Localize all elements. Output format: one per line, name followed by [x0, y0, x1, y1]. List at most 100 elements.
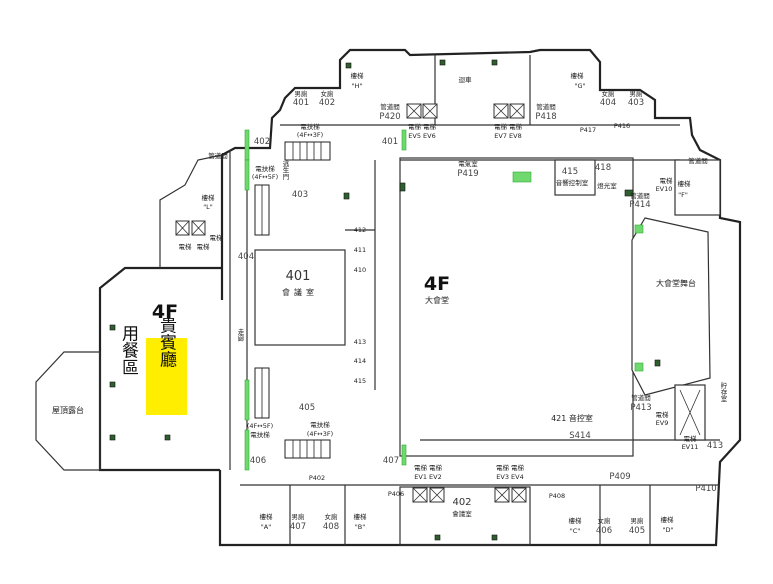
svg-text:電梯: 電梯 [179, 242, 193, 251]
columns [109, 59, 661, 541]
escalator-icons [254, 141, 331, 459]
svg-text:電扶梯: 電扶梯 [310, 420, 330, 429]
svg-text:"L": "L" [203, 203, 213, 211]
svg-text:樓梯: 樓梯 [351, 71, 365, 80]
svg-text:EV1 EV2: EV1 EV2 [414, 473, 441, 481]
svg-text:電梯: 電梯 [210, 233, 224, 242]
elevator-icons [175, 103, 527, 503]
svg-text:P417: P417 [580, 126, 596, 134]
svg-text:408: 408 [323, 522, 339, 532]
svg-text:樓梯: 樓梯 [678, 179, 692, 188]
svg-text:404: 404 [600, 98, 616, 108]
svg-text:管道間: 管道間 [380, 102, 400, 111]
meeting-402-number: 402 [452, 497, 471, 508]
svg-text:EV5 EV6: EV5 EV6 [408, 132, 435, 140]
svg-text:413: 413 [354, 338, 366, 346]
svg-text:P406: P406 [388, 490, 404, 498]
svg-text:EV3 EV4: EV3 EV4 [496, 473, 523, 481]
svg-text:P413: P413 [630, 403, 651, 413]
svg-text:414: 414 [354, 357, 366, 365]
meeting-401-area [254, 249, 346, 346]
svg-text:P418: P418 [535, 112, 556, 122]
left-block [159, 154, 223, 268]
svg-text:"H": "H" [352, 82, 363, 90]
stage-area [631, 217, 711, 396]
svg-text:"D": "D" [663, 526, 674, 534]
control-415-number: 415 [562, 167, 578, 177]
svg-text:P409: P409 [609, 472, 630, 482]
room-418: 418 [595, 163, 611, 173]
svg-text:P416: P416 [614, 122, 630, 130]
meeting-402-area [399, 486, 531, 546]
svg-text:P408: P408 [549, 492, 565, 500]
svg-text:"B": "B" [355, 523, 365, 531]
dining-outline [98, 266, 222, 472]
stage-label: 大會堂舞台 [656, 278, 696, 288]
svg-text:EV10: EV10 [656, 185, 673, 193]
svg-text:401: 401 [382, 137, 398, 147]
svg-text:電梯 電梯: 電梯 電梯 [494, 122, 523, 131]
svg-text:P414: P414 [629, 200, 650, 210]
stair-labels: 樓梯"H" 樓梯"G" 樓梯"F" 樓梯"L" 樓梯"A" 樓梯"B" 樓梯"C… [202, 71, 692, 535]
svg-text:電氣室: 電氣室 [458, 159, 478, 168]
svg-text:405: 405 [629, 526, 645, 536]
svg-text:413: 413 [707, 441, 723, 451]
svg-text:電梯 電梯: 電梯 電梯 [496, 463, 525, 472]
storage-label: 貯存室 [719, 381, 727, 402]
svg-text:女廁: 女廁 [602, 89, 616, 98]
svg-text:電梯: 電梯 [660, 176, 674, 185]
svg-text:"A": "A" [261, 523, 271, 531]
svg-text:樓梯: 樓梯 [569, 516, 583, 525]
terrace-label: 屋頂露台 [52, 405, 84, 415]
sound-421: 421 音控室 [551, 413, 593, 423]
svg-text:樓梯: 樓梯 [661, 515, 675, 524]
building-outline [218, 48, 742, 547]
svg-text:P420: P420 [379, 112, 400, 122]
dining-label: 用餐區 [118, 325, 139, 376]
driveway-label: 迴車 [459, 75, 473, 84]
door-markers [244, 129, 644, 471]
svg-text:管道間: 管道間 [630, 191, 650, 200]
svg-text:管道間: 管道間 [536, 102, 556, 111]
svg-text:女廁: 女廁 [598, 516, 612, 525]
svg-text:電梯 電梯: 電梯 電梯 [414, 463, 443, 472]
control-415-label: 音響控制室 [556, 178, 589, 187]
svg-text:電梯: 電梯 [656, 410, 670, 419]
svg-text:男廁: 男廁 [295, 89, 309, 98]
corridor-label: 走廊 [236, 328, 244, 343]
svg-text:"C": "C" [570, 527, 581, 535]
svg-text:男廁: 男廁 [292, 512, 306, 521]
svg-text:402: 402 [319, 98, 335, 108]
svg-text:電梯 電梯: 電梯 電梯 [408, 122, 437, 131]
svg-text:411: 411 [354, 246, 366, 254]
light-room: 燈光室 [597, 181, 617, 190]
vip-highlight [146, 338, 187, 415]
svg-text:(4F↔3F): (4F↔3F) [297, 131, 323, 139]
svg-text:403: 403 [628, 98, 644, 108]
svg-text:電梯: 電梯 [197, 242, 211, 251]
svg-text:P402: P402 [309, 474, 325, 482]
main-hall-area [399, 157, 634, 457]
svg-text:S414: S414 [569, 431, 591, 441]
svg-text:407: 407 [383, 456, 399, 466]
svg-text:412: 412 [354, 226, 366, 234]
svg-text:管道間: 管道間 [208, 151, 228, 160]
svg-text:逃生門: 逃生門 [281, 159, 289, 181]
svg-text:電扶梯: 電扶梯 [250, 430, 270, 439]
svg-text:406: 406 [250, 456, 266, 466]
svg-text:樓梯: 樓梯 [354, 512, 368, 521]
svg-text:女廁: 女廁 [325, 512, 339, 521]
escalator-labels: 電扶梯(4F↔3F) 電扶梯(4F↔5F) (4F↔5F)電扶梯 電扶梯(4F↔… [247, 122, 333, 439]
svg-text:樓梯: 樓梯 [202, 193, 216, 202]
svg-text:EV7 EV8: EV7 EV8 [494, 132, 521, 140]
svg-text:(4F↔5F): (4F↔5F) [252, 173, 278, 181]
meeting-401-number: 401 [286, 269, 311, 284]
svg-text:401: 401 [293, 98, 309, 108]
svg-text:402: 402 [254, 137, 270, 147]
svg-text:407: 407 [290, 522, 306, 532]
meeting-402-label: 會議室 [452, 509, 472, 518]
svg-text:電扶梯: 電扶梯 [300, 122, 320, 131]
